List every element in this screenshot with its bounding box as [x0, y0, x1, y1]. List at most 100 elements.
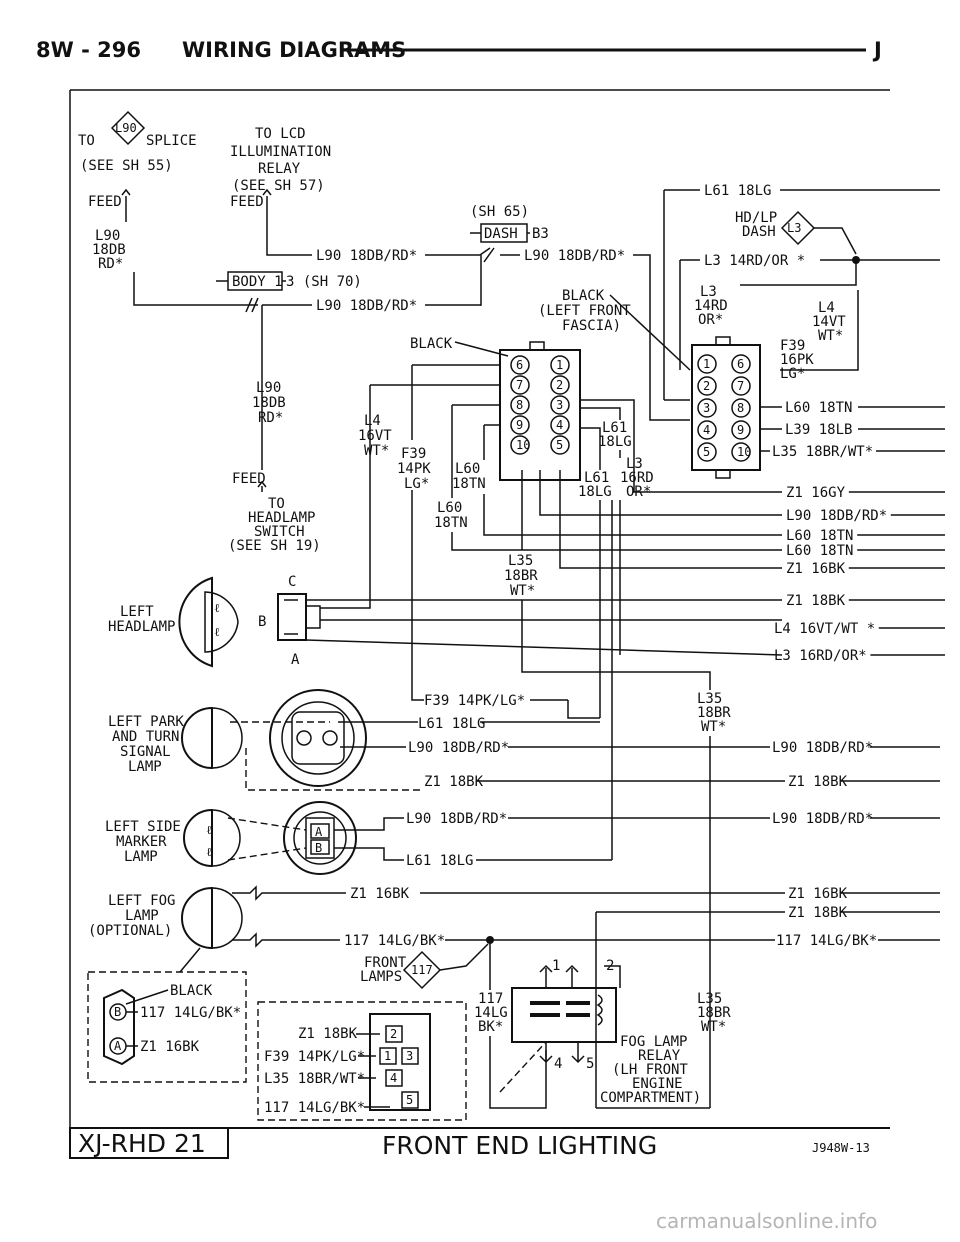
- right-wire-label: Z1 18BK: [786, 593, 846, 609]
- fascia-mid-left-pin-circle: [510, 375, 530, 395]
- wire-lcd-feed: [266, 200, 312, 256]
- svg-text:LEFT SIDE: LEFT SIDE: [105, 819, 181, 835]
- svg-text:18LG: 18LG: [598, 434, 632, 450]
- svg-text:L60: L60: [455, 461, 480, 477]
- svg-text:L90 18DB/RD*: L90 18DB/RD*: [406, 811, 507, 827]
- svg-text:L3: L3: [787, 221, 801, 235]
- svg-text:Z1 16BK: Z1 16BK: [788, 886, 848, 902]
- feed-label-2: FEED: [230, 194, 264, 210]
- svg-text:LG*: LG*: [780, 366, 805, 382]
- fascia-right-left-pin-circle: [697, 398, 717, 418]
- fascia-right-left-pin-label: 2: [703, 379, 710, 393]
- svg-text:LAMP: LAMP: [128, 759, 162, 775]
- feed-arrow-1: [121, 188, 131, 200]
- svg-text:Z1 18BK: Z1 18BK: [424, 774, 484, 790]
- svg-text:RD*: RD*: [98, 256, 123, 272]
- svg-text:DASH: DASH: [484, 226, 518, 242]
- wire-l90-left: [133, 272, 240, 306]
- header-corner: J: [872, 38, 882, 62]
- wire-label-l90-1: L90 18DB/RD*: [316, 248, 417, 264]
- fascia-mid-right-pin-circle: [550, 435, 570, 455]
- right-wire-label: L4 16VT/WT *: [774, 621, 875, 637]
- svg-text:SWITCH: SWITCH: [254, 524, 305, 540]
- svg-text:16RD: 16RD: [620, 470, 654, 486]
- side-marker-connector: [283, 801, 357, 875]
- svg-text:FASCIA): FASCIA): [562, 318, 621, 334]
- splice-dot-117: [486, 936, 494, 944]
- svg-text:BLACK: BLACK: [170, 983, 213, 999]
- see-sheet-55: (SEE SH 55): [80, 158, 173, 174]
- svg-text:BK*: BK*: [478, 1019, 503, 1035]
- svg-text:16PK: 16PK: [780, 352, 814, 368]
- svg-text:18BR: 18BR: [697, 705, 731, 721]
- fascia-mid-right-pin-circle: [550, 355, 570, 375]
- svg-text:WT*: WT*: [818, 328, 843, 344]
- footer-model-box: [69, 1127, 229, 1159]
- footer-model: XJ-RHD 21: [78, 1129, 206, 1158]
- fascia-mid-left-pin-label: 8: [516, 398, 523, 412]
- fascia-mid-left-pin-circle: [510, 415, 530, 435]
- svg-text:ENGINE: ENGINE: [632, 1076, 683, 1092]
- fascia-mid-right-pin-label: 2: [556, 378, 563, 392]
- watermark: carmanualsonline.info: [656, 1209, 877, 1233]
- fascia-mid-left-pin-label: 7: [516, 378, 523, 392]
- relay-pin-box: [379, 1047, 397, 1065]
- right-wire-label: L3 16RD/OR*: [774, 648, 867, 664]
- svg-text:LEFT PARK: LEFT PARK: [108, 714, 184, 730]
- svg-text:COMPARTMENT): COMPARTMENT): [600, 1090, 701, 1106]
- svg-text:4: 4: [554, 1056, 562, 1072]
- svg-text:L4: L4: [364, 413, 381, 429]
- relay-pin-box: [401, 1091, 419, 1109]
- svg-text:AND TURN: AND TURN: [112, 729, 179, 745]
- sheet-65-ref: (SH 65): [470, 204, 529, 220]
- feed-arrow-2: [262, 188, 272, 200]
- fascia-right-right-pin-circle: [731, 398, 751, 418]
- svg-text:RD*: RD*: [258, 410, 283, 426]
- svg-text:Z1 18BK: Z1 18BK: [788, 905, 848, 921]
- footer-code: J948W-13: [812, 1141, 870, 1155]
- svg-text:1: 1: [552, 958, 560, 974]
- splice-text: SPLICE: [146, 133, 197, 149]
- to-text: TO: [78, 133, 95, 149]
- svg-text:OR*: OR*: [698, 312, 723, 328]
- svg-text:16VT: 16VT: [358, 428, 392, 444]
- relay-pin-label: 2: [390, 1027, 397, 1041]
- svg-text:DASH: DASH: [742, 224, 776, 240]
- svg-text:WT*: WT*: [510, 583, 535, 599]
- fascia-right-left-pin-label: 1: [703, 357, 710, 371]
- svg-text:14LG: 14LG: [474, 1005, 508, 1021]
- svg-text:(OPTIONAL): (OPTIONAL): [88, 923, 172, 939]
- fascia-mid-right-pin-circle: [550, 415, 570, 435]
- svg-text:18BR: 18BR: [697, 1005, 731, 1021]
- relay-pin-label: 4: [390, 1071, 397, 1085]
- svg-text:ℓ: ℓ: [206, 823, 212, 837]
- fascia-right-right-pin-circle: [731, 376, 751, 396]
- fascia-right-right-pin-label: 9: [737, 423, 744, 437]
- svg-text:LG*: LG*: [404, 476, 429, 492]
- svg-text:WT*: WT*: [701, 1019, 726, 1035]
- svg-text:(LEFT FRONT: (LEFT FRONT: [538, 303, 631, 319]
- fascia-mid-left-pin-circle: [510, 395, 530, 415]
- svg-text:A: A: [114, 1039, 122, 1053]
- svg-text:Z1 18BK: Z1 18BK: [788, 774, 848, 790]
- fascia-right-left-pin-label: 3: [703, 401, 710, 415]
- right-wire-label: L60 18TN: [786, 528, 853, 544]
- svg-text:Z1 16BK: Z1 16BK: [350, 886, 410, 902]
- svg-text:F39: F39: [401, 446, 426, 462]
- svg-text:117: 117: [411, 963, 433, 977]
- svg-text:18TN: 18TN: [452, 476, 486, 492]
- svg-text:18LG: 18LG: [578, 484, 612, 500]
- wire-label-l90-3: L90 18DB/RD*: [316, 298, 417, 314]
- fog-lamp-connector-view: [87, 947, 247, 1083]
- svg-text:Z1 16BK: Z1 16BK: [140, 1039, 200, 1055]
- fascia-mid-left-pin-label: 9: [516, 418, 523, 432]
- fascia-right-right-pin-circle: [731, 420, 751, 440]
- right-wire-label: L90 18DB/RD*: [786, 508, 887, 524]
- svg-text:14RD: 14RD: [694, 298, 728, 314]
- svg-text:ℓ: ℓ: [214, 601, 220, 615]
- svg-text:117 14LG/BK*: 117 14LG/BK*: [344, 933, 445, 949]
- svg-text:BLACK: BLACK: [562, 288, 605, 304]
- svg-text:LEFT: LEFT: [120, 604, 154, 620]
